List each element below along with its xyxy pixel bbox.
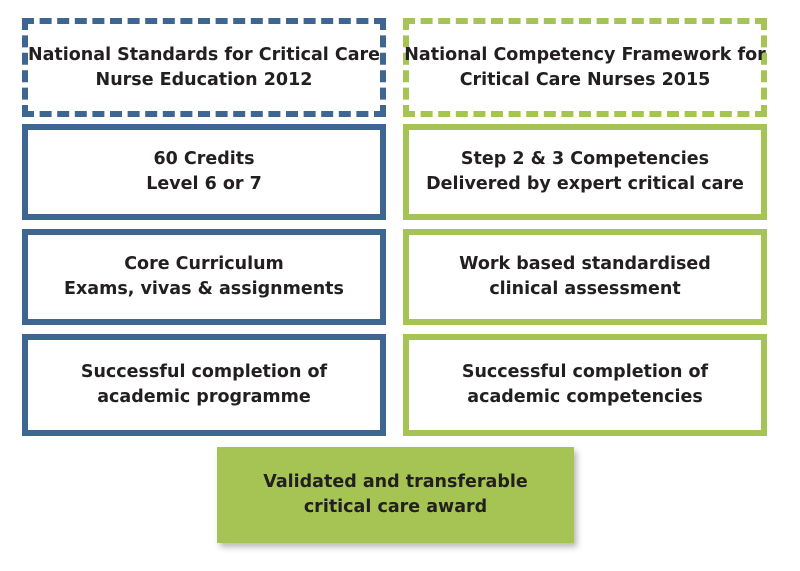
right-assessment-line-2: clinical assessment [489,279,681,299]
right-competencies-line-2: Delivered by expert critical care [426,174,744,194]
right-header-box: National Competency Framework for Critic… [403,18,767,117]
left-header-line-2: Nurse Education 2012 [95,69,313,90]
left-curriculum-line-1: Core Curriculum [124,254,284,274]
left-completion-line-1: Successful completion of [80,362,328,382]
right-completion-box: Successful completion of academic compet… [403,334,767,436]
left-completion-box: Successful completion of academic progra… [22,334,386,436]
left-completion-line-2: academic programme [97,387,311,407]
right-assessment-box: Work based standardised clinical assessm… [403,229,767,325]
right-completion-line-1: Successful completion of [461,362,709,382]
left-credits-line-2: Level 6 or 7 [146,174,262,194]
left-credits-line-1: 60 Credits [153,149,255,169]
left-curriculum-box: Core Curriculum Exams, vivas & assignmen… [22,229,386,325]
left-credits-box: 60 Credits Level 6 or 7 [22,124,386,220]
right-assessment-line-1: Work based standardised [459,254,711,274]
award-line-2: critical care award [303,497,488,517]
award-line-1: Validated and transferable [263,472,528,492]
left-curriculum-line-2: Exams, vivas & assignments [64,279,344,299]
left-header-box: National Standards for Critical Care Nur… [22,18,386,117]
right-competencies-line-1: Step 2 & 3 Competencies [460,149,710,169]
left-header-line-1: National Standards for Critical Care [27,44,381,65]
award-box: Validated and transferable critical care… [217,447,574,543]
right-competencies-box: Step 2 & 3 Competencies Delivered by exp… [403,124,767,220]
right-header-line-1: National Competency Framework for [404,44,766,65]
right-header-line-2: Critical Care Nurses 2015 [459,69,711,90]
right-completion-line-2: academic competencies [467,387,703,407]
